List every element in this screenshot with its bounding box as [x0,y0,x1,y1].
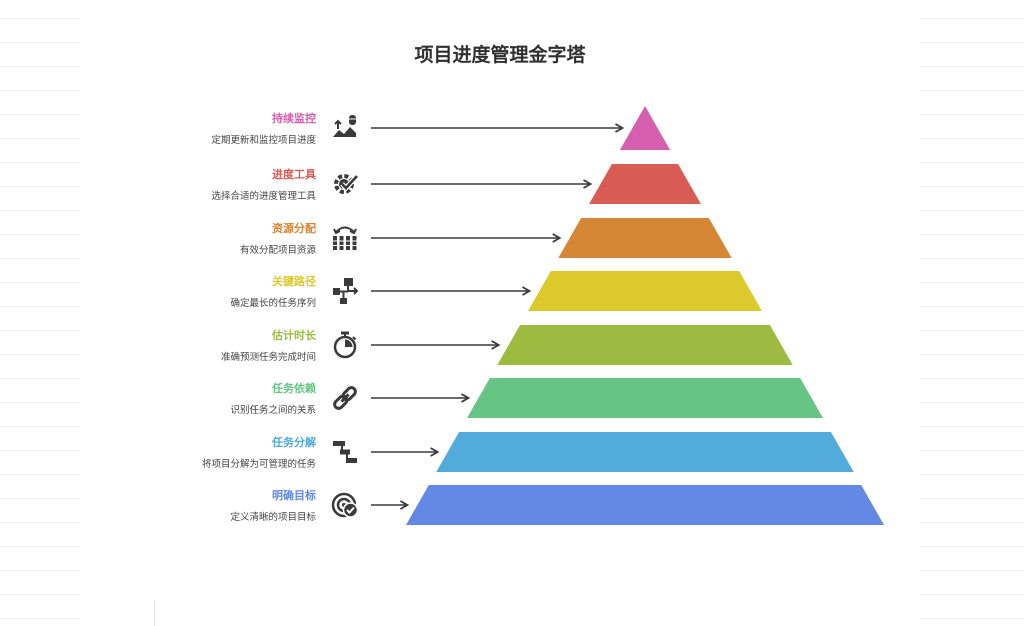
pyramid-tier [467,378,823,418]
tier-title: 任务依赖 [272,382,316,395]
pyramid-tier [619,106,671,150]
flowchart-icon [330,276,360,306]
tier-description: 识别任务之间的关系 [230,405,316,416]
tier-title: 进度工具 [272,168,316,181]
tier-label: 估计时长准确预测任务完成时间 [0,329,316,364]
target-check-icon [330,490,360,520]
tier-title: 估计时长 [272,329,316,342]
resource-allocation-icon [330,223,360,253]
pyramid-tier [558,218,732,258]
pyramid-tier [406,485,884,525]
tier-title: 任务分解 [272,436,316,449]
gear-check-icon [330,169,360,199]
tier-title: 明确目标 [272,489,316,502]
tier-label: 关键路径确定最长的任务序列 [0,275,316,310]
tier-label: 明确目标定义清晰的项目目标 [0,489,316,524]
tier-description: 定义清晰的项目目标 [230,512,316,523]
tier-label: 任务分解将项目分解为可管理的任务 [0,436,316,471]
chain-link-icon [330,383,360,413]
tier-description: 选择合适的进度管理工具 [211,191,316,202]
tier-label: 持续监控定期更新和监控项目进度 [0,112,316,147]
pyramid-tier [497,325,793,365]
tier-label: 任务依赖识别任务之间的关系 [0,382,316,417]
tier-description: 确定最长的任务序列 [230,298,316,309]
monitoring-icon [330,113,360,143]
tier-description: 有效分配项目资源 [239,245,316,256]
diagram-title: 项目进度管理金字塔 [414,44,586,66]
tier-label: 进度工具选择合适的进度管理工具 [0,168,316,203]
tier-title: 持续监控 [272,112,316,125]
tier-title: 关键路径 [272,275,316,288]
gantt-icon [330,437,360,467]
tier-description: 定期更新和监控项目进度 [211,135,316,146]
pyramid-tier [589,164,701,204]
pyramid-tier [528,271,762,311]
tier-description: 将项目分解为可管理的任务 [201,459,316,470]
pyramid-tier [436,432,854,472]
stopwatch-icon [330,330,360,360]
tier-description: 准确预测任务完成时间 [220,352,316,363]
divider [154,600,155,626]
tier-label: 资源分配有效分配项目资源 [0,222,316,257]
tier-title: 资源分配 [272,222,316,235]
